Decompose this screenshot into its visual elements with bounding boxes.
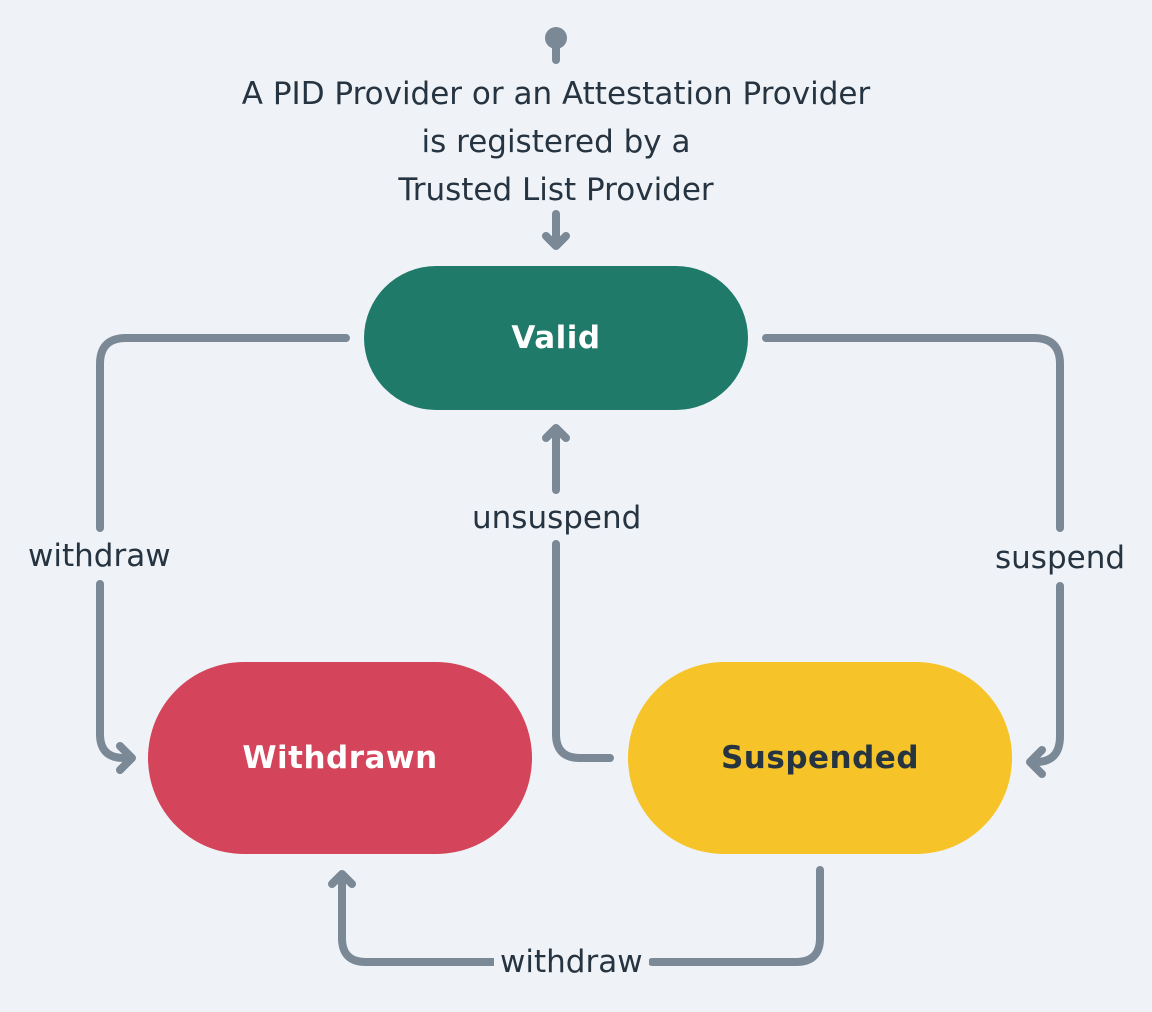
initial-transition-arrow: [542, 210, 570, 250]
edge-valid-to-withdrawn: [96, 334, 350, 774]
initial-state-note: A PID Provider or an Attestation Provide…: [200, 70, 912, 214]
state-withdrawn-label: Withdrawn: [242, 740, 438, 776]
initial-note-line-3: Trusted List Provider: [398, 172, 714, 208]
initial-note-line-1: A PID Provider or an Attestation Provide…: [241, 76, 871, 112]
state-valid-label: Valid: [511, 320, 601, 356]
edge-suspended-to-valid: [542, 424, 614, 762]
transition-label-unsuspend: unsuspend: [466, 500, 648, 536]
edge-suspended-to-withdrawn: [328, 866, 824, 966]
transition-label-valid-withdraw: withdraw: [22, 538, 177, 574]
initial-note-line-2: is registered by a: [421, 124, 691, 160]
initial-state-marker: [545, 27, 567, 64]
transition-label-suspended-withdraw: withdraw: [494, 944, 649, 980]
edge-valid-to-suspended: [762, 334, 1064, 778]
state-valid[interactable]: Valid: [364, 266, 748, 410]
state-withdrawn[interactable]: Withdrawn: [148, 662, 532, 854]
state-suspended-label: Suspended: [720, 740, 920, 776]
transition-label-suspend: suspend: [989, 540, 1132, 576]
state-suspended[interactable]: Suspended: [628, 662, 1012, 854]
